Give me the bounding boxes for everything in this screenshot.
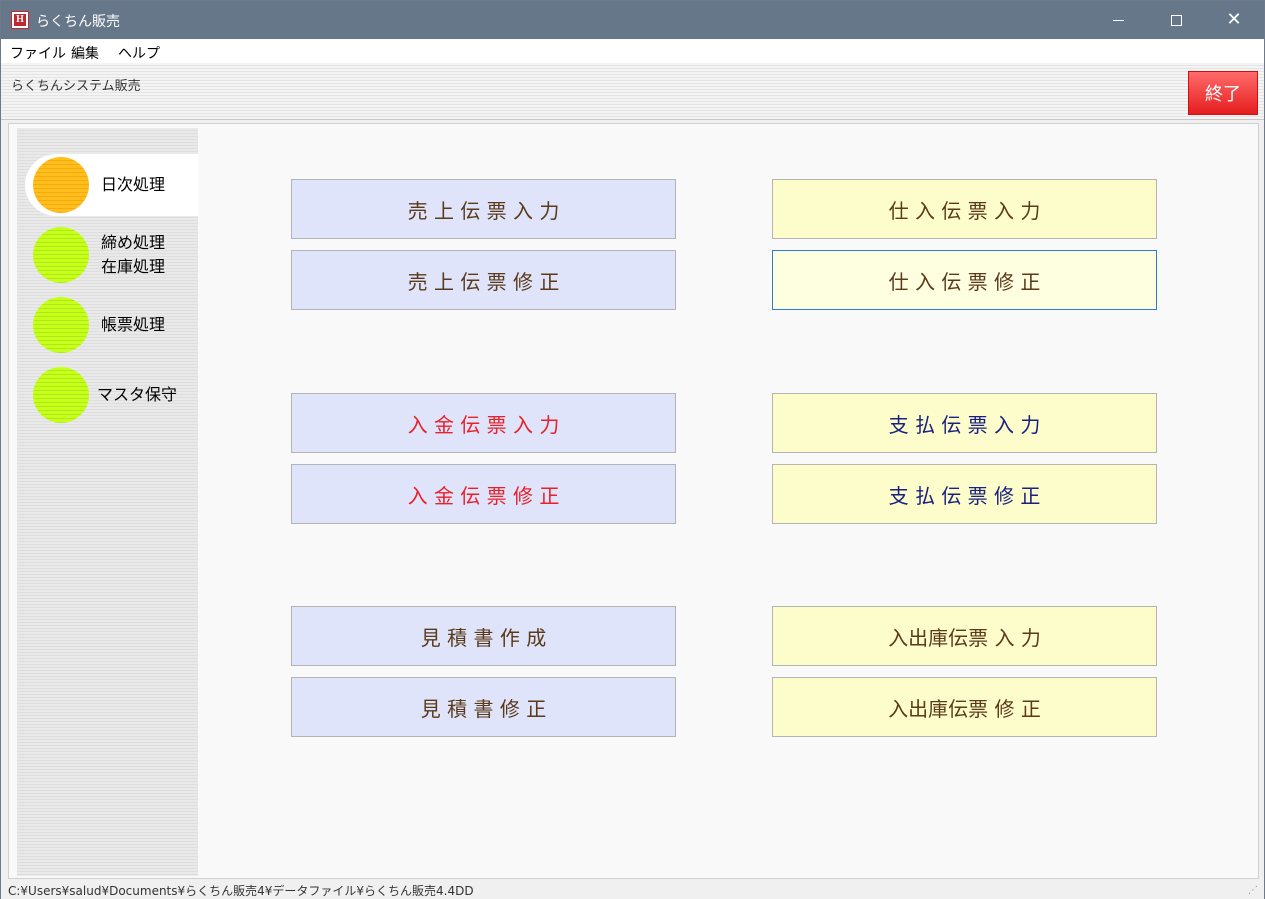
menu-edit[interactable]: 編集 bbox=[71, 46, 99, 62]
maximize-icon bbox=[1170, 14, 1182, 26]
header-strip: らくちんシステム販売 終了 bbox=[1, 63, 1264, 120]
system-label: らくちんシステム販売 bbox=[11, 79, 141, 94]
estimate-create-button[interactable]: 見 積 書 作 成 bbox=[291, 606, 676, 666]
payment-slip-edit-button[interactable]: 支 払 伝 票 修 正 bbox=[772, 464, 1157, 524]
sidebar-item-daily[interactable]: 日次処理 bbox=[25, 154, 198, 216]
sales-slip-entry-button[interactable]: 売 上 伝 票 入 力 bbox=[291, 179, 676, 239]
sidebar: 日次処理 締め処理 在庫処理 帳票処理 マスタ保守 bbox=[17, 128, 198, 876]
receipt-slip-entry-button[interactable]: 入 金 伝 票 入 力 bbox=[291, 393, 676, 453]
resize-grip-icon[interactable]: ⋰ bbox=[1248, 885, 1258, 896]
menu-bar: ファイル 編集 ヘルプ bbox=[1, 39, 1264, 63]
exit-button[interactable]: 終了 bbox=[1188, 71, 1258, 115]
menu-help[interactable]: ヘルプ bbox=[118, 46, 160, 62]
status-bar: C:¥Users¥salud¥Documents¥らくちん販売4¥データファイル… bbox=[1, 880, 1264, 899]
receipt-slip-edit-button[interactable]: 入 金 伝 票 修 正 bbox=[291, 464, 676, 524]
reports-status-icon bbox=[33, 297, 89, 353]
sidebar-item-label: 日次処理 bbox=[101, 175, 166, 194]
sidebar-item-reports[interactable]: 帳票処理 bbox=[25, 294, 198, 356]
app-logo-icon[interactable]: H bbox=[11, 11, 29, 29]
purchase-slip-edit-button[interactable]: 仕 入 伝 票 修 正 bbox=[772, 250, 1157, 310]
minimize-icon bbox=[1112, 19, 1124, 21]
minimize-button[interactable] bbox=[1089, 1, 1147, 39]
closing-status-icon bbox=[33, 227, 89, 283]
sidebar-item-label: 帳票処理 bbox=[101, 315, 166, 334]
sales-slip-edit-button[interactable]: 売 上 伝 票 修 正 bbox=[291, 250, 676, 310]
close-button[interactable]: ✕ bbox=[1205, 1, 1263, 39]
master-status-icon bbox=[33, 367, 89, 423]
menu-file[interactable]: ファイル bbox=[10, 46, 66, 62]
sidebar-item-master[interactable]: マスタ保守 bbox=[25, 364, 198, 426]
title-bar[interactable]: H らくちん販売 ✕ bbox=[1, 1, 1264, 39]
estimate-edit-button[interactable]: 見 積 書 修 正 bbox=[291, 677, 676, 737]
sidebar-item-label: 在庫処理 bbox=[101, 257, 166, 276]
file-path-text: C:¥Users¥salud¥Documents¥らくちん販売4¥データファイル… bbox=[8, 884, 474, 898]
sidebar-item-closing-inventory[interactable]: 締め処理 在庫処理 bbox=[25, 224, 198, 286]
stock-slip-entry-button[interactable]: 入出庫伝票 入 力 bbox=[772, 606, 1157, 666]
stock-slip-edit-button[interactable]: 入出庫伝票 修 正 bbox=[772, 677, 1157, 737]
payment-slip-entry-button[interactable]: 支 払 伝 票 入 力 bbox=[772, 393, 1157, 453]
daily-status-icon bbox=[33, 157, 89, 213]
sidebar-item-label: マスタ保守 bbox=[97, 385, 178, 404]
app-logo-letter: H bbox=[14, 14, 26, 26]
main-panel: 日次処理 締め処理 在庫処理 帳票処理 マスタ保守 売 上 伝 票 入 力 売 … bbox=[8, 123, 1259, 879]
sidebar-item-label: 締め処理 bbox=[101, 233, 166, 252]
purchase-slip-entry-button[interactable]: 仕 入 伝 票 入 力 bbox=[772, 179, 1157, 239]
maximize-button[interactable] bbox=[1147, 1, 1205, 39]
window-title: らくちん販売 bbox=[36, 14, 120, 30]
close-icon: ✕ bbox=[1226, 9, 1242, 30]
